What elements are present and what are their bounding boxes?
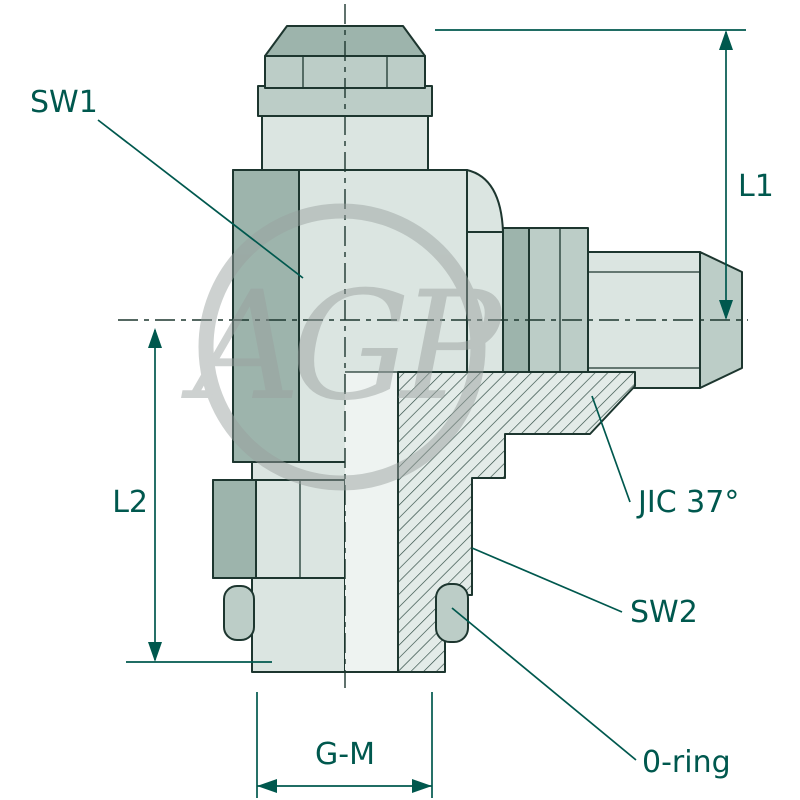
sw2-leader-line — [471, 547, 623, 613]
gm-arrow-left-icon — [257, 779, 277, 793]
oring-leader-line — [451, 607, 637, 761]
o-ring-right — [435, 583, 469, 643]
label-oring: 0-ring — [642, 745, 731, 780]
o-ring-left — [223, 585, 255, 641]
callout-jic: JIC 37° — [591, 395, 739, 520]
jic-leader-line — [591, 395, 631, 503]
watermark-circle — [198, 203, 486, 491]
l1-arrow-down-icon — [719, 300, 733, 320]
label-l2: L2 — [112, 485, 148, 520]
callout-oring: 0-ring — [451, 607, 731, 780]
label-sw1: SW1 — [30, 85, 98, 120]
sw1-leader-line — [97, 119, 304, 279]
annotations: L1 L2 G-M SW1 JIC 37° — [30, 29, 774, 798]
locknut-facet — [212, 479, 257, 579]
l2-arrow-up-icon — [148, 328, 162, 348]
gm-arrow-right-icon — [412, 779, 432, 793]
dim-l2: L2 — [112, 328, 272, 663]
label-gm: G-M — [315, 737, 375, 772]
l1-arrow-up-icon — [719, 30, 733, 50]
label-l1: L1 — [738, 169, 774, 204]
label-jic: JIC 37° — [636, 485, 739, 520]
watermark-text: AGP — [180, 260, 504, 434]
l2-arrow-down-icon — [148, 642, 162, 662]
dim-l1: L1 — [435, 29, 774, 320]
callout-sw2: SW2 — [471, 547, 698, 630]
watermark: AGP — [180, 203, 515, 491]
bottom-stud — [251, 577, 346, 673]
dim-gm: G-M — [256, 692, 433, 798]
label-sw2: SW2 — [630, 595, 698, 630]
fitting-body — [212, 25, 743, 673]
bore-interior — [345, 372, 398, 672]
callout-sw1: SW1 — [30, 85, 304, 279]
main-body-facet — [232, 169, 300, 463]
